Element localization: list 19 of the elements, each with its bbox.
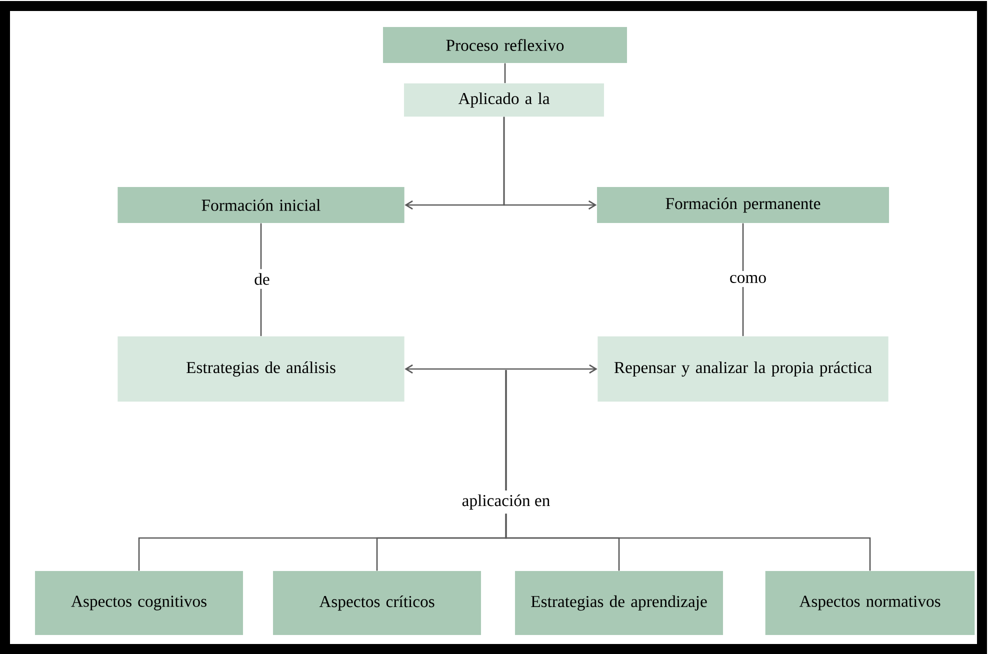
connector xyxy=(504,63,506,84)
connector xyxy=(742,223,744,336)
edge-label: aplicación en xyxy=(458,490,554,514)
edge-label: de xyxy=(250,269,274,289)
concept-box: Estrategias de análisis xyxy=(118,336,404,402)
concept-box: Aspectos críticos xyxy=(273,571,481,635)
concept-box: Estrategias de aprendizaje xyxy=(515,571,723,635)
concept-box: Aplicado a la xyxy=(404,83,604,117)
connector xyxy=(505,370,871,571)
concept-box: Formación inicial xyxy=(118,187,404,223)
concept-box: Proceso reflexivo xyxy=(383,27,627,63)
connector xyxy=(404,364,598,374)
concept-box: Aspectos normativos xyxy=(765,571,975,635)
concept-box: Repensar y analizar la propia práctica xyxy=(598,336,888,402)
concept-box: Formación permanente xyxy=(597,187,890,223)
concept-box: Aspectos cognitivos xyxy=(35,571,243,635)
connector xyxy=(503,116,597,210)
connector xyxy=(260,223,262,336)
edge-label: como xyxy=(726,271,771,288)
